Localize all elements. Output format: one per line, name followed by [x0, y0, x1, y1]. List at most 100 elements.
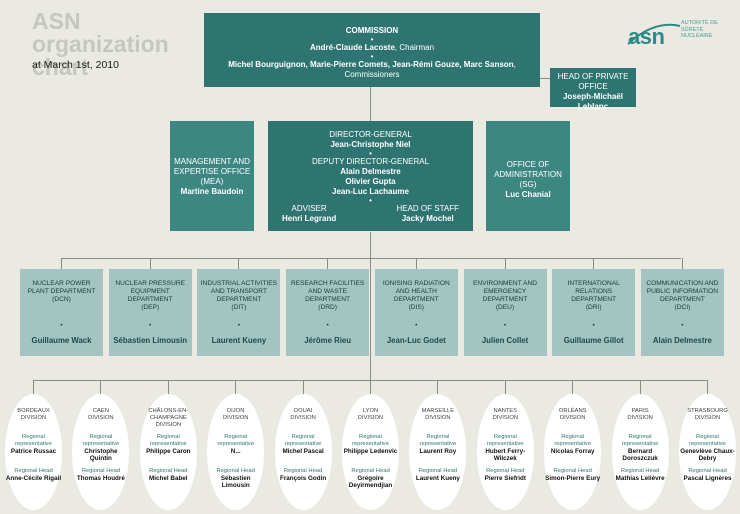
head-name: Michel Babel [149, 475, 188, 482]
deputy-title: DEPUTY DIRECTOR-GENERAL [311, 157, 430, 166]
bullet: • [503, 322, 507, 329]
connector-line [504, 380, 506, 394]
department-head: Sébastien Limousin [113, 336, 188, 345]
staff-title: HEAD OF STAFF [396, 204, 459, 213]
bullet: • [60, 322, 63, 329]
head-name: Pierre Siefridt [484, 475, 526, 482]
connector-line [370, 232, 371, 380]
rep-name: N... [230, 448, 241, 455]
adviser-name: Henri Legrand [282, 214, 337, 223]
adviser-title: ADVISER [291, 204, 327, 213]
mea-name: Martine Baudoin [180, 187, 244, 196]
division-city: MARSEILLE [421, 408, 455, 414]
department-title: NUCLEAR POWER PLANT DEPARTMENT [27, 280, 96, 295]
connector-line [238, 258, 240, 269]
sg-name: Luc Chanial [505, 190, 551, 199]
division-suffix: DIVISION [155, 422, 182, 428]
chart-date: at March 1st, 2010 [32, 59, 119, 71]
deputy-name: Jean-Luc Lachaume [332, 187, 409, 196]
deputy-name: Olivier Gupta [345, 177, 396, 186]
department-box: ENVIRONMENT AND EMERGENCY DEPARTMENT(DEU… [463, 269, 547, 356]
rep-name: Philippe Caron [146, 448, 191, 455]
bullet: • [415, 322, 418, 329]
connector-line [504, 258, 506, 269]
department-head: Laurent Kueny [211, 336, 267, 345]
bullet: • [149, 322, 152, 329]
department-head: Guillaume Wack [31, 336, 92, 345]
bullet: • [370, 52, 374, 61]
connector-line [327, 258, 329, 269]
division-city: LYON [362, 408, 379, 414]
bullet: • [326, 322, 329, 329]
department-box: RESEARCH FACILITIES AND WASTE DEPARTMENT… [286, 269, 370, 356]
private-office-title: HEAD OF PRIVATE OFFICE [557, 72, 629, 91]
connector-line [415, 258, 417, 269]
division-city: STRASBOURG [687, 408, 728, 414]
division-suffix: DIVISION [559, 415, 586, 421]
logo-swoosh-icon [627, 23, 681, 45]
staff-name: Jacky Mochel [401, 214, 454, 223]
department-title: COMMUNICATION AND PUBLIC INFORMATION DEP… [646, 280, 719, 303]
head-name: Simon-Pierre Eury [545, 475, 601, 482]
department-title: RESEARCH FACILITIES AND WASTE DEPARTMENT [290, 280, 365, 303]
head-name: Mathias Lelièvre [615, 475, 665, 482]
dg-title: DIRECTOR-GENERAL [329, 130, 412, 139]
division-city: DOUAI [293, 408, 313, 414]
connector-line [61, 258, 62, 269]
bullet: • [369, 196, 372, 205]
department-title: ENVIRONMENT AND EMERGENCY DEPARTMENT [473, 280, 537, 303]
department-head: Guillaume Gillot [563, 336, 624, 345]
private-office-name: Joseph-Michaël Leblanc [562, 92, 623, 111]
head-label: Regional Head [553, 468, 592, 474]
connector-line [149, 258, 151, 269]
rep-label: Regional representative [15, 434, 52, 447]
head-name: Pascal Lignères [683, 475, 732, 482]
deputy-name: Alain Delmestre [340, 167, 401, 176]
department-box: IONISING RADIATION AND HEALTH DEPARTMENT… [374, 269, 458, 356]
dg-name: Jean-Christophe Niel [330, 140, 411, 149]
rep-name: Patrice Russac [10, 448, 57, 455]
rep-name: Michel Pascal [282, 448, 324, 455]
division-city: BORDEAUX [17, 408, 50, 414]
rep-name: Geneviève Chaux-Debry [680, 448, 735, 462]
head-label: Regional Head [216, 468, 255, 474]
rep-name: Hubert Ferry-Wilczek [485, 448, 526, 462]
commission-chairman: André-Claude Lacoste [309, 43, 395, 52]
division-city: ORLÉANS [558, 408, 587, 414]
division-city: CHÂLONS-EN-CHAMPAGNE [148, 408, 189, 421]
connector-line [593, 258, 595, 269]
department-head: Jean-Luc Godet [386, 336, 446, 345]
rep-name: Christophe Quintin [84, 448, 118, 462]
department-code: (DCN) [52, 296, 71, 303]
connector-line [235, 380, 237, 394]
division-city: PARIS [631, 408, 649, 414]
division-suffix: DIVISION [88, 415, 114, 421]
rep-label: Regional representative [217, 434, 255, 447]
division-suffix: DIVISION [290, 415, 316, 421]
head-label: Regional Head [351, 468, 390, 474]
department-code: (DRD) [318, 304, 337, 311]
